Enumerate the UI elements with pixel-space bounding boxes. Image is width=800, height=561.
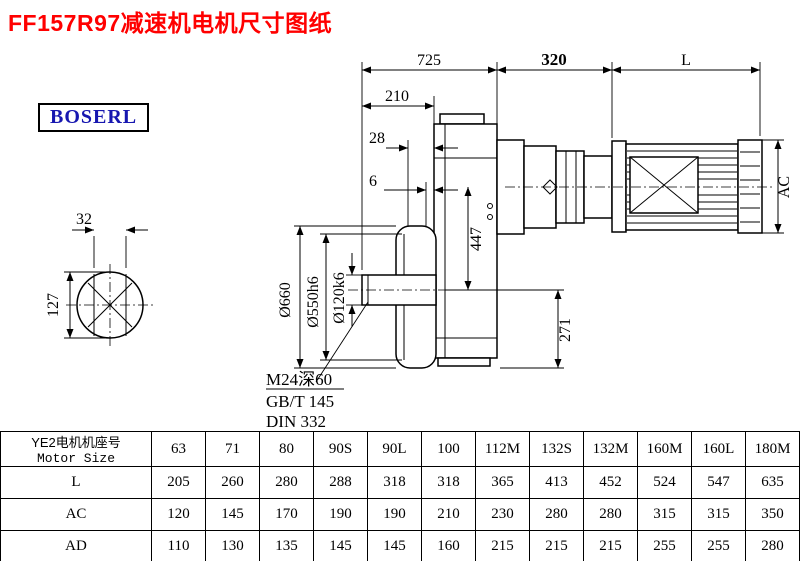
table-cell: 288 [313,466,368,499]
motor-size-header-cn: YE2电机机座号 [31,435,121,450]
table-cell: 524 [637,466,692,499]
dim-320: 320 [541,50,567,69]
size-col: 63 [151,431,206,467]
size-col: 160L [691,431,746,467]
size-col: 160M [637,431,692,467]
table-cell: 170 [259,498,314,531]
table-cell: 145 [313,530,368,561]
size-col: 112M [475,431,530,467]
shaft-end-view [66,264,154,346]
table-cell: 215 [475,530,530,561]
table-cell: 145 [205,498,260,531]
table-cell: 280 [259,466,314,499]
boserl-logo: BOSERL [38,103,150,132]
table-cell: 635 [745,466,800,499]
dim-32: 32 [76,211,92,228]
dim-210: 210 [385,88,409,105]
dimension-labels: 725 320 L 210 28 6 AC 447 271 Ø660 Ø550h… [45,50,793,431]
dim-dia-550h6: Ø550h6 [305,276,322,328]
table-row-AD: AD 110 130 135 145 145 160 215 215 215 2… [0,530,800,561]
size-col: 90L [367,431,422,467]
row-label-AD: AD [0,530,152,561]
table-cell: 135 [259,530,314,561]
table-cell: 318 [367,466,422,499]
dimension-lines [66,66,782,368]
table-cell: 160 [421,530,476,561]
table-row-L: L 205 260 280 288 318 318 365 413 452 52… [0,466,800,499]
table-cell: 215 [583,530,638,561]
page-title: FF157R97减速机电机尺寸图纸 [8,10,333,36]
table-header-motor-size: YE2电机机座号 Motor Size [0,431,152,467]
table-cell: 280 [583,498,638,531]
motor-size-header-en: Motor Size [36,451,115,466]
row-label-L: L [0,466,152,499]
motor-view [505,139,772,234]
table-cell: 315 [637,498,692,531]
table-cell: 110 [151,530,206,561]
note-tapped-hole: M24深60 [266,370,332,389]
table-cell: 210 [421,498,476,531]
table-cell: 145 [367,530,422,561]
table-cell: 452 [583,466,638,499]
table-row-sizes: YE2电机机座号 Motor Size 63 71 80 90S 90L 100… [0,431,800,467]
table-cell: 260 [205,466,260,499]
table-cell: 365 [475,466,530,499]
dim-L: L [681,52,691,69]
gear-unit-view [348,113,498,369]
size-col: 132S [529,431,584,467]
table-cell: 255 [637,530,692,561]
size-col: 132M [583,431,638,467]
table-cell: 547 [691,466,746,499]
size-col: 80 [259,431,314,467]
dim-447: 447 [468,227,485,251]
table-cell: 215 [529,530,584,561]
note-din-332: DIN 332 [266,412,326,431]
size-col: 180M [745,431,800,467]
dim-6: 6 [369,173,377,190]
table-cell: 318 [421,466,476,499]
table-cell: 315 [691,498,746,531]
table-cell: 413 [529,466,584,499]
dim-127: 127 [45,293,62,317]
table-cell: 280 [529,498,584,531]
dim-dia-660: Ø660 [277,282,294,318]
technical-drawing: 725 320 L 210 28 6 AC 447 271 Ø660 Ø550h… [45,50,793,431]
table-cell: 190 [367,498,422,531]
table-cell: 205 [151,466,206,499]
table-cell: 280 [745,530,800,561]
size-col: 100 [421,431,476,467]
table-cell: 350 [745,498,800,531]
dim-271: 271 [557,318,574,342]
table-cell: 255 [691,530,746,561]
row-label-AC: AC [0,498,152,531]
table-cell: 130 [205,530,260,561]
dim-28: 28 [369,130,385,147]
size-col: 71 [205,431,260,467]
table-row-AC: AC 120 145 170 190 190 210 230 280 280 3… [0,498,800,531]
dim-725: 725 [417,52,441,69]
size-col: 90S [313,431,368,467]
dim-AC: AC [776,176,793,198]
table-cell: 120 [151,498,206,531]
table-cell: 230 [475,498,530,531]
fan-cover [737,139,763,234]
note-gb-t-145: GB/T 145 [266,392,334,411]
extension-lines [64,62,784,390]
dim-dia-120k6: Ø120k6 [331,272,348,324]
table-cell: 190 [313,498,368,531]
motor-size-table: YE2电机机座号 Motor Size 63 71 80 90S 90L 100… [0,431,800,561]
